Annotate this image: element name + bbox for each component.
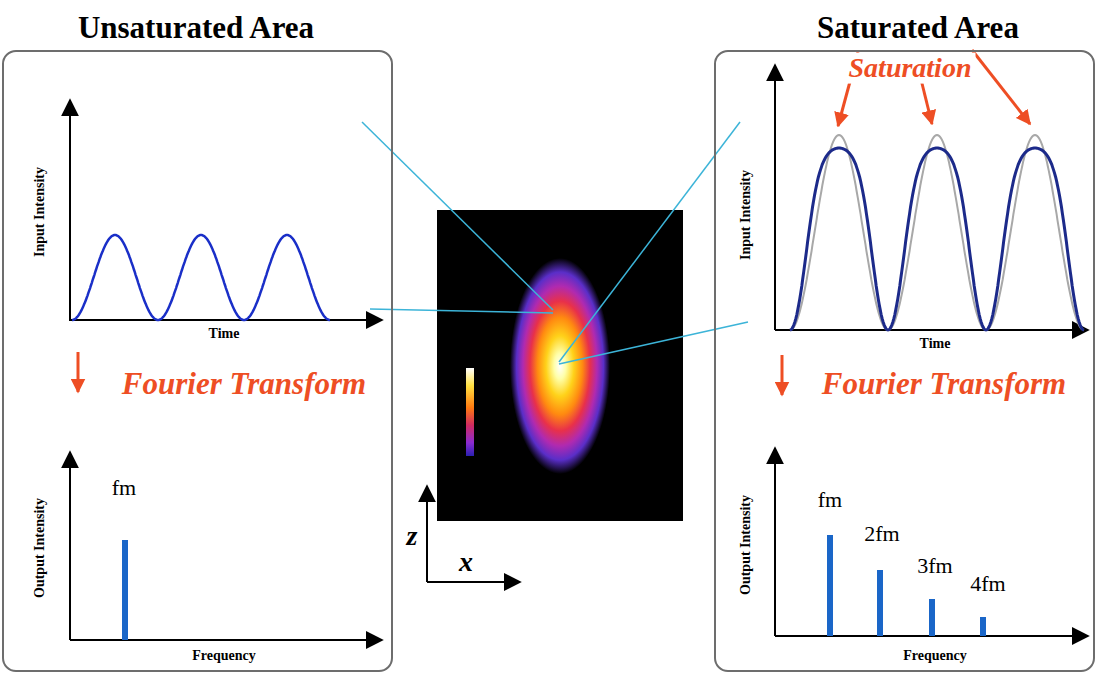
plot-axis — [69, 100, 71, 320]
panel-box: Unsaturated AreaInput IntensityTimeFouri… — [2, 50, 393, 672]
axis-letter: z — [407, 521, 418, 552]
plot-axis — [70, 319, 382, 321]
saturation-arrow — [972, 50, 1030, 124]
leader-line — [362, 122, 553, 310]
z-axis — [426, 486, 428, 582]
input-wave — [72, 235, 330, 320]
plot-axis — [775, 329, 1088, 331]
transform-label: Fourier Transform — [822, 367, 1066, 401]
saturation-label: Saturation — [845, 53, 976, 84]
plot-axis — [69, 452, 71, 640]
panel-title: Unsaturated Area — [78, 11, 314, 45]
color-bar — [466, 368, 474, 456]
x-axis — [427, 581, 520, 583]
axis-label: Frequency — [903, 648, 967, 663]
axis-label: Output Intensity — [738, 495, 753, 595]
axis-label: Output Intensity — [32, 498, 47, 598]
harmonic-label: 3fm — [917, 554, 952, 578]
axis-label: Input Intensity — [738, 170, 753, 260]
panel-title: Saturated Area — [817, 11, 1019, 45]
spectrum-bar — [980, 617, 986, 636]
down-arrow — [781, 355, 784, 395]
leader-line — [559, 322, 748, 364]
axis-label: Time — [209, 326, 240, 341]
spectrum-bar — [122, 540, 128, 640]
panel-box: Saturated AreaSaturationInput IntensityT… — [714, 50, 1095, 672]
unsaturated-wave — [790, 135, 1084, 330]
saturated-wave — [790, 148, 1084, 330]
down-arrow — [77, 352, 80, 392]
spectrum-bar — [877, 570, 883, 636]
plot-axis — [774, 65, 776, 330]
axis-label: Time — [920, 336, 951, 351]
axis-letter: x — [459, 547, 473, 578]
leader-line — [559, 122, 740, 362]
plot-axes — [70, 105, 378, 320]
harmonic-label: fm — [818, 488, 842, 512]
spectrum-bar — [827, 535, 833, 636]
axis-label: Frequency — [192, 648, 256, 663]
transform-label: Fourier Transform — [122, 367, 366, 401]
focal-spot — [510, 258, 610, 474]
spectrum-bar — [929, 599, 935, 636]
plot-axis — [70, 639, 382, 641]
harmonic-label: 2fm — [864, 522, 899, 546]
harmonic-label: fm — [112, 476, 136, 500]
heatmap-background — [437, 210, 683, 521]
plot-axis — [774, 448, 776, 636]
harmonic-label: 4fm — [970, 572, 1005, 596]
axis-label: Input Intensity — [32, 167, 47, 257]
leader-line — [370, 309, 553, 313]
